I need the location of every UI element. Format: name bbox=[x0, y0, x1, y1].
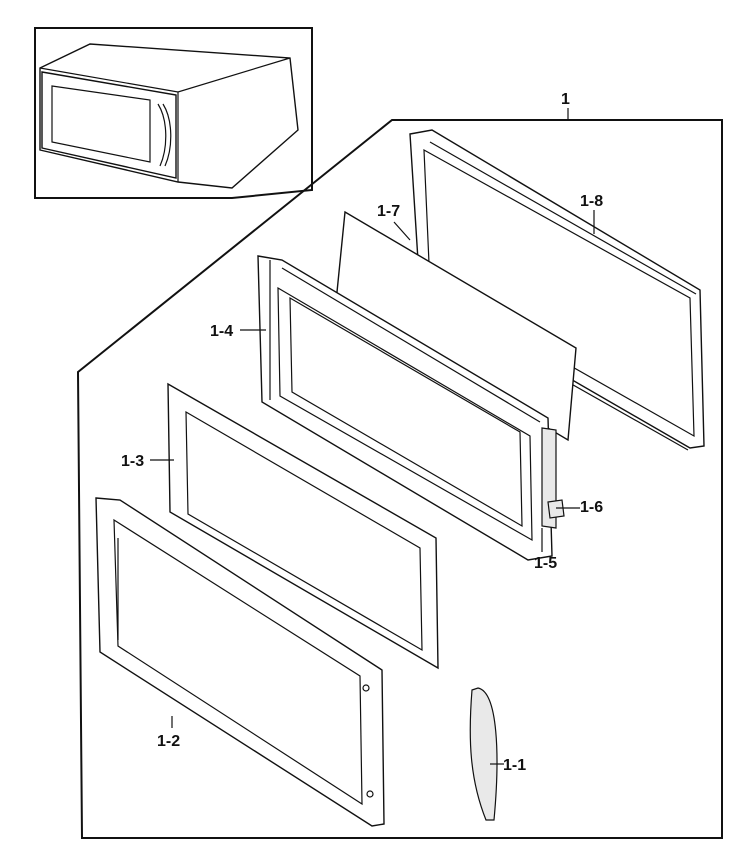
part-1-1-handle bbox=[469, 687, 498, 821]
label-1-5: 1-5 bbox=[534, 555, 557, 572]
label-1-1: 1-1 bbox=[503, 757, 526, 774]
label-1-4: 1-4 bbox=[210, 323, 233, 340]
part-1-2-door-panel bbox=[95, 497, 385, 827]
part-1-5-1-6-hardware bbox=[541, 427, 565, 529]
part-1-4-door-frame bbox=[257, 255, 553, 561]
part-1-7-film bbox=[335, 210, 577, 442]
label-1-3: 1-3 bbox=[121, 453, 144, 470]
label-1: 1 bbox=[561, 91, 570, 108]
leader-lines bbox=[150, 108, 595, 765]
overview-inset bbox=[34, 27, 313, 199]
microwave-overview bbox=[39, 43, 299, 189]
label-1-7: 1-7 bbox=[377, 203, 400, 220]
label-1-2: 1-2 bbox=[157, 733, 180, 750]
label-1-8: 1-8 bbox=[580, 193, 603, 210]
assembly-boundary bbox=[76, 119, 723, 839]
label-1-6: 1-6 bbox=[580, 499, 603, 516]
part-1-3-glass-panel bbox=[167, 382, 439, 670]
